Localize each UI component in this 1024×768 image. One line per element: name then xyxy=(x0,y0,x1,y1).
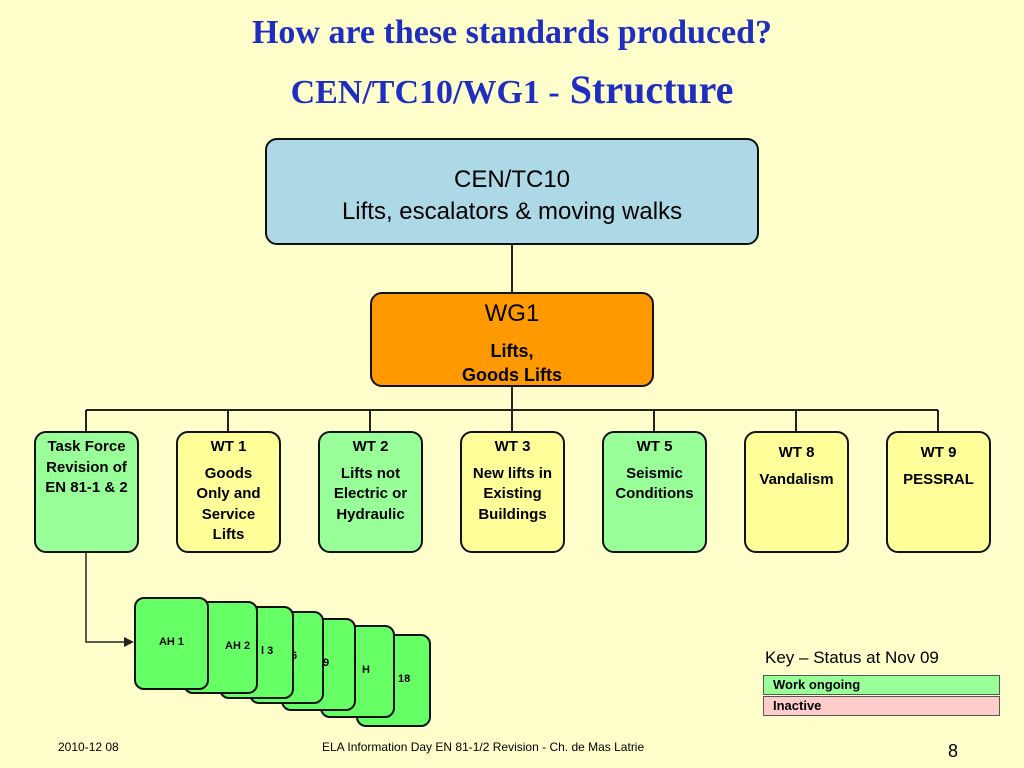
key-item-inactive: Inactive xyxy=(763,696,1000,716)
group-text: New lifts in xyxy=(472,464,553,482)
wg1-box: WG1 Lifts, Goods Lifts xyxy=(370,292,654,387)
ad-hoc-group-label: 18 xyxy=(398,673,411,685)
slide-title: How are these standards produced? xyxy=(251,14,773,51)
arrowhead xyxy=(124,637,134,647)
wg1-title: WG1 xyxy=(484,300,540,327)
group-box-wt-9: WT 9 PESSRAL xyxy=(886,431,991,553)
wg1-line1: Lifts, xyxy=(490,341,534,361)
group-heading: WT 8 xyxy=(778,444,815,461)
page-number: 8 xyxy=(948,741,959,761)
group-text: Seismic xyxy=(626,464,683,482)
key-title: Key – Status at Nov 09 xyxy=(765,648,939,667)
group-text: Revision of xyxy=(46,458,127,476)
footer-date: 2010-12 08 xyxy=(58,740,119,754)
group-text: PESSRAL xyxy=(903,470,974,488)
group-text: Conditions xyxy=(615,485,694,502)
subtitle-prefix: CEN/TC10/WG1 - xyxy=(290,74,560,111)
footer-text: ELA Information Day EN 81-1/2 Revision -… xyxy=(322,740,645,754)
group-text: Hydraulic xyxy=(336,505,405,523)
group-text: Service xyxy=(201,505,256,523)
group-heading: Task Force xyxy=(47,438,126,455)
group-text: Lifts xyxy=(212,526,245,543)
group-heading: WT 2 xyxy=(352,438,389,455)
group-text: Vandalism xyxy=(759,470,834,488)
cen-tc10-box: CEN/TC10 Lifts, escalators & moving walk… xyxy=(265,138,759,245)
group-text: Only and xyxy=(196,485,261,502)
ad-hoc-group-label: AH 1 xyxy=(158,636,185,648)
group-text: Lifts not xyxy=(340,464,401,482)
ad-hoc-group-card: AH 1 xyxy=(134,597,209,690)
group-text: Buildings xyxy=(478,505,547,523)
group-heading: WT 1 xyxy=(210,438,247,455)
cen-tc10-title: CEN/TC10 xyxy=(453,166,571,193)
ad-hoc-group-label: H xyxy=(362,664,370,676)
group-heading: WT 3 xyxy=(494,438,531,455)
group-text: Electric or xyxy=(333,485,408,502)
ad-hoc-group-label: 6 xyxy=(291,650,298,662)
group-text: EN 81-1 & 2 xyxy=(45,479,128,496)
ad-hoc-group-label: AH 2 xyxy=(225,640,251,652)
ad-hoc-group-label: 9 xyxy=(323,657,330,669)
group-heading: WT 9 xyxy=(920,444,957,461)
ad-hoc-group-label: l 3 xyxy=(261,645,274,657)
group-text: Goods xyxy=(204,464,253,482)
connector-taskforce-ah xyxy=(85,553,128,643)
slide-subtitle: CEN/TC10/WG1 - Structure xyxy=(0,66,1024,113)
wg1-line2: Goods Lifts xyxy=(462,365,562,385)
group-box-wt-8: WT 8 Vandalism xyxy=(744,431,849,553)
key-item-work-ongoing: Work ongoing xyxy=(763,675,1000,695)
group-heading: WT 5 xyxy=(636,438,673,455)
cen-tc10-description: Lifts, escalators & moving walks xyxy=(341,198,683,225)
subtitle-structure: Structure xyxy=(559,67,734,112)
group-text: Existing xyxy=(483,485,542,502)
